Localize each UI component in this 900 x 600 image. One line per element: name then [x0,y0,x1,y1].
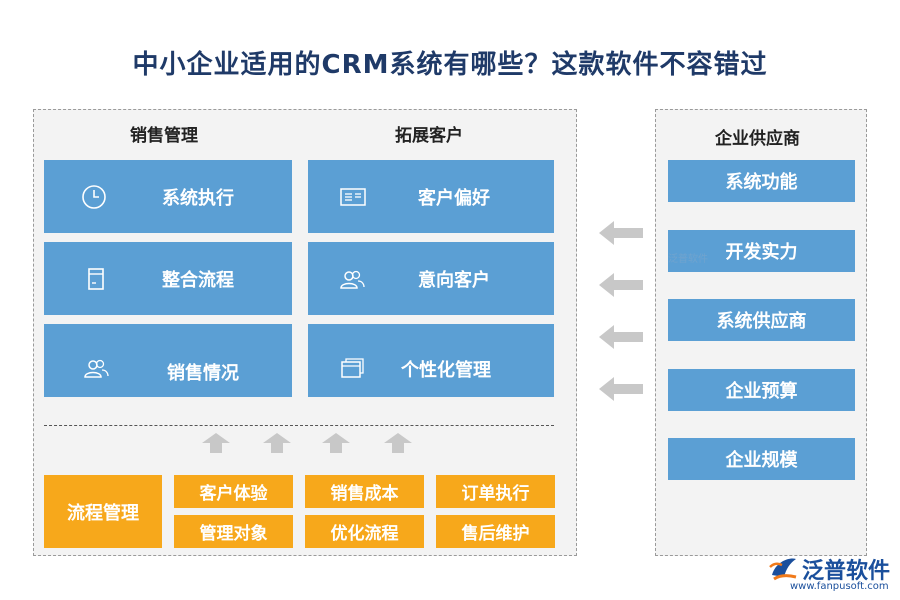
box-label: 意向客户 [418,269,490,291]
optimize-process-box: 优化流程 [305,515,424,548]
customer-preference-box: 客户偏好 [308,160,554,233]
customer-experience-box: 客户体验 [174,475,293,508]
integrate-process-box: 整合流程 [44,242,292,315]
enterprise-budget-box: 企业预算 [668,369,855,411]
expand-customers-heading: 拓展客户 [395,126,463,146]
box-label: 整合流程 [162,269,234,291]
process-management-box: 流程管理 [44,475,162,548]
dashed-divider [44,425,554,426]
intended-customers-box: 意向客户 [308,242,554,315]
development-strength-box: 开发实力 [668,230,855,272]
left-arrow-icon [599,273,643,297]
watermark: 泛普软件 [668,254,708,265]
document-icon [88,267,104,290]
left-arrow-icon [599,325,643,349]
up-arrow-icon [263,433,291,453]
system-supplier-box: 系统供应商 [668,299,855,341]
sales-cost-box: 销售成本 [305,475,424,508]
supplier-heading: 企业供应商 [715,129,800,149]
logo-text: 泛普软件 [802,559,891,584]
sales-status-box: 销售情况 [44,324,292,397]
users-icon [340,270,365,289]
box-label: 客户偏好 [418,187,490,209]
clock-icon [82,184,106,209]
logo-url: www.fanpusoft.com [790,581,889,592]
system-execution-box: 系统执行 [44,160,292,233]
order-execution-box: 订单执行 [436,475,555,508]
up-arrow-icon [202,433,230,453]
windows-icon [341,358,364,378]
system-function-box: 系统功能 [668,160,855,202]
up-arrow-icon [384,433,412,453]
after-sales-box: 售后维护 [436,515,555,548]
enterprise-scale-box: 企业规模 [668,438,855,480]
page-title: 中小企业适用的CRM系统有哪些？这款软件不容错过 [132,50,768,80]
box-label: 销售情况 [167,363,239,385]
box-label: 系统执行 [162,187,234,209]
up-arrow-icon [322,433,350,453]
users-icon [84,359,109,378]
sales-management-heading: 销售管理 [130,126,198,146]
left-arrow-icon [599,377,643,401]
fanpu-logo-icon [769,558,797,581]
list-card-icon [340,187,366,206]
personalized-management-box: 个性化管理 [308,324,554,397]
box-label: 个性化管理 [401,360,491,382]
management-object-box: 管理对象 [174,515,293,548]
left-arrow-icon [599,221,643,245]
